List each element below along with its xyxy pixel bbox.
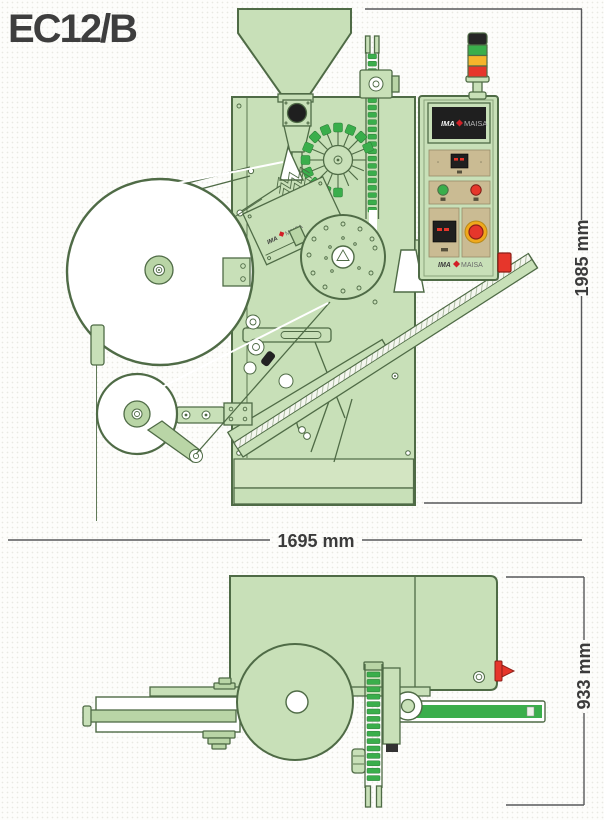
counter-panel [428, 207, 460, 258]
digital-display [450, 153, 469, 169]
signal-light-red [467, 65, 488, 78]
svg-text:IMA: IMA [441, 119, 455, 128]
svg-text:IMA: IMA [266, 236, 279, 246]
hopper [237, 8, 352, 173]
button-panel [428, 180, 491, 205]
release-lever-side [494, 660, 516, 682]
discharge-conveyor [226, 252, 539, 463]
release-lever [261, 351, 276, 367]
svg-text:MAISA: MAISA [461, 262, 483, 269]
brand-logo-screen: IMA MAISA [441, 119, 487, 128]
start-button [437, 184, 449, 196]
chain-support [382, 667, 401, 752]
control-panel: IMA MAISA [418, 95, 512, 281]
bag-chain [359, 35, 400, 240]
thread-lines [127, 161, 329, 388]
dancer-weight [90, 324, 105, 521]
dimension-height: 1985 mm [365, 8, 592, 504]
dimension-side-height: 933 mm [506, 576, 594, 806]
chain-gearbox [359, 69, 400, 99]
paper-reel-large [65, 177, 255, 367]
dimension-width: 1695 mm [8, 531, 582, 551]
counter-display [432, 220, 457, 243]
signal-tower [465, 32, 490, 100]
forming-cone [393, 249, 425, 293]
side-chain [351, 661, 384, 808]
svg-text:MAISA: MAISA [464, 119, 487, 128]
side-view: 933 mm [82, 575, 594, 808]
index-disc [300, 214, 386, 300]
main-switch [497, 252, 512, 273]
svg-text:IMA: IMA [438, 262, 451, 269]
emergency-stop-button [468, 224, 484, 240]
estop-panel [461, 207, 491, 258]
paper-reel-small [95, 301, 331, 463]
side-height-dimension-label: 933 mm [574, 642, 594, 709]
bag-drop [369, 210, 377, 240]
hopper-window [286, 102, 308, 124]
sealer-fins [276, 166, 315, 200]
signal-light-green [467, 44, 488, 57]
side-reel [236, 643, 354, 761]
signal-light-amber [467, 54, 488, 67]
stop-button [470, 184, 482, 196]
web-guides [232, 185, 346, 440]
width-dimension-label: 1695 mm [277, 531, 354, 551]
height-dimension-label: 1985 mm [572, 219, 592, 296]
front-view: IMA MAISA [65, 8, 539, 521]
reel-spindle [82, 677, 241, 750]
speed-display-panel [428, 149, 491, 177]
outfeed-bar [393, 691, 546, 723]
outfeed-belt [401, 705, 542, 718]
page-title: EC12/B [8, 7, 137, 51]
signal-cap [467, 32, 488, 46]
brand-logo-footer: IMA MAISA [438, 260, 483, 269]
